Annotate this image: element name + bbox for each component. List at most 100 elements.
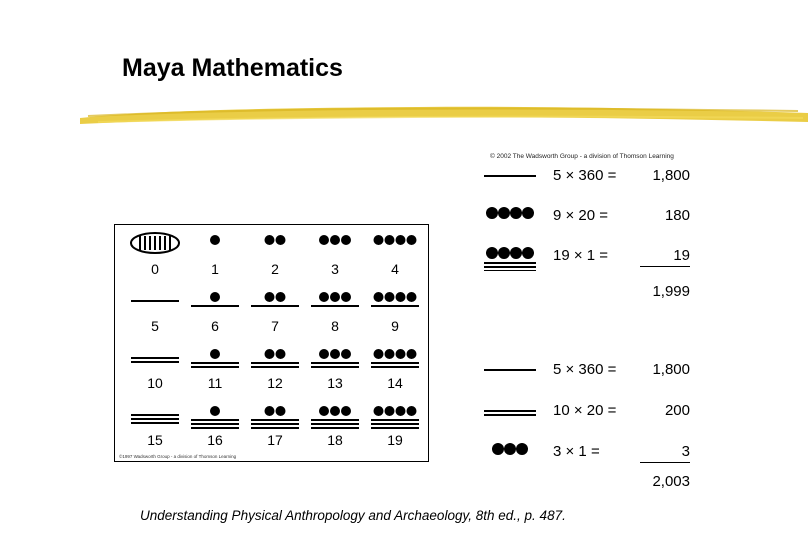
numeral-dot [275,349,286,359]
maya-numeral-glyph [371,349,419,368]
numeral-bar [131,300,179,302]
numeral-dot [373,349,384,359]
numeral-dot [516,443,528,455]
shell-icon [130,232,180,254]
numeral-dot [341,406,351,416]
numeral-cell: 10 [125,345,185,397]
numeral-dot [330,292,340,302]
numeral-bar [371,427,419,429]
maya-numeral-glyph [311,292,359,307]
numeral-bar [484,175,536,177]
numeral-dot [341,235,351,245]
numeral-dot [264,235,275,245]
example-row: 5 × 360 =1,800 [478,163,708,191]
maya-numeral-glyph [484,410,536,416]
numeral-cell: 5 [125,288,185,340]
numeral-dot [384,406,395,416]
numeral-cell: 3 [305,231,365,283]
multiplication: 9 × 20 = [553,207,609,224]
numeral-dot [395,349,406,359]
numeral-dot [341,292,351,302]
numeral-cell: 1 [185,231,245,283]
numeral-bar [131,357,179,359]
numeral-cell: 13 [305,345,365,397]
maya-numeral-glyph [191,292,239,307]
maya-numeral-glyph [251,292,299,307]
numeral-dot [275,235,286,245]
numeral-bar [371,366,419,368]
numeral-dot [406,406,417,416]
numeral-cell: 15 [125,402,185,454]
numeral-dot [384,235,395,245]
numeral-dot [522,207,534,219]
numeral-bar [191,423,239,425]
numeral-dot [384,292,395,302]
highlighter-underline [80,106,808,124]
numeral-dot [319,292,329,302]
maya-numeral-glyph [131,300,179,302]
numeral-cell: 19 [365,402,425,454]
maya-arithmetic-examples: © 2002 The Wadsworth Group - a division … [478,150,708,495]
numeral-cell: 8 [305,288,365,340]
numeral-dot [498,247,510,259]
maya-numeral-glyph [319,235,351,245]
numeral-value: 19 [387,432,403,448]
numeral-value: 14 [387,375,403,391]
numeral-dot [373,406,384,416]
numeral-value: 18 [327,432,343,448]
maya-numeral-glyph [371,406,419,429]
numeral-dot [264,292,275,302]
numeral-cell: 4 [365,231,425,283]
numeral-dot [492,443,504,455]
multiplication: 3 × 1 = [553,443,600,460]
example-total: 2,003 [652,473,690,490]
maya-numeral-glyph [484,175,536,177]
numeral-cell: 16 [185,402,245,454]
numeral-value: 17 [267,432,283,448]
example-total: 1,999 [652,283,690,300]
numeral-value: 5 [151,318,159,334]
numeral-dot [486,207,498,219]
numeral-bar [191,305,239,307]
numeral-dot [406,292,417,302]
numeral-bar [131,361,179,363]
multiplication: 5 × 360 = [553,361,617,378]
numeral-dot [504,443,516,455]
numeral-dot [406,235,417,245]
numeral-bar [191,362,239,364]
maya-numeral-glyph [131,414,179,424]
numeral-bar [251,427,299,429]
numeral-value: 1 [211,261,219,277]
numeral-bar [251,305,299,307]
numeral-cell: 7 [245,288,305,340]
numeral-dot [210,235,220,245]
maya-numeral-glyph [311,406,359,429]
numeral-bar [311,423,359,425]
numeral-value: 2 [271,261,279,277]
numeral-cell: 18 [305,402,365,454]
maya-numeral-glyph [264,235,286,245]
example-row: 3 × 1 =3 [478,439,708,467]
maya-numeral-glyph [484,369,536,371]
numeral-dot [341,349,351,359]
numeral-value: 15 [147,432,163,448]
numeral-cell: 14 [365,345,425,397]
numeral-cell: 6 [185,288,245,340]
numeral-value: 0 [151,261,159,277]
numeral-value: 7 [271,318,279,334]
numeral-dot [319,235,329,245]
numeral-dot [210,349,220,359]
sum-line [640,462,690,463]
numeral-cell: 2 [245,231,305,283]
numeral-bar [484,270,536,271]
numeral-value: 16 [207,432,223,448]
book-title: Understanding Physical Anthropology and … [140,508,469,523]
numeral-dot [395,235,406,245]
numeral-value: 4 [391,261,399,277]
numeral-bar [311,366,359,368]
maya-numeral-glyph [492,443,528,455]
numeral-bar [191,419,239,421]
multiplication: 5 × 360 = [553,167,617,184]
page-ref: p. 487. [524,508,566,523]
